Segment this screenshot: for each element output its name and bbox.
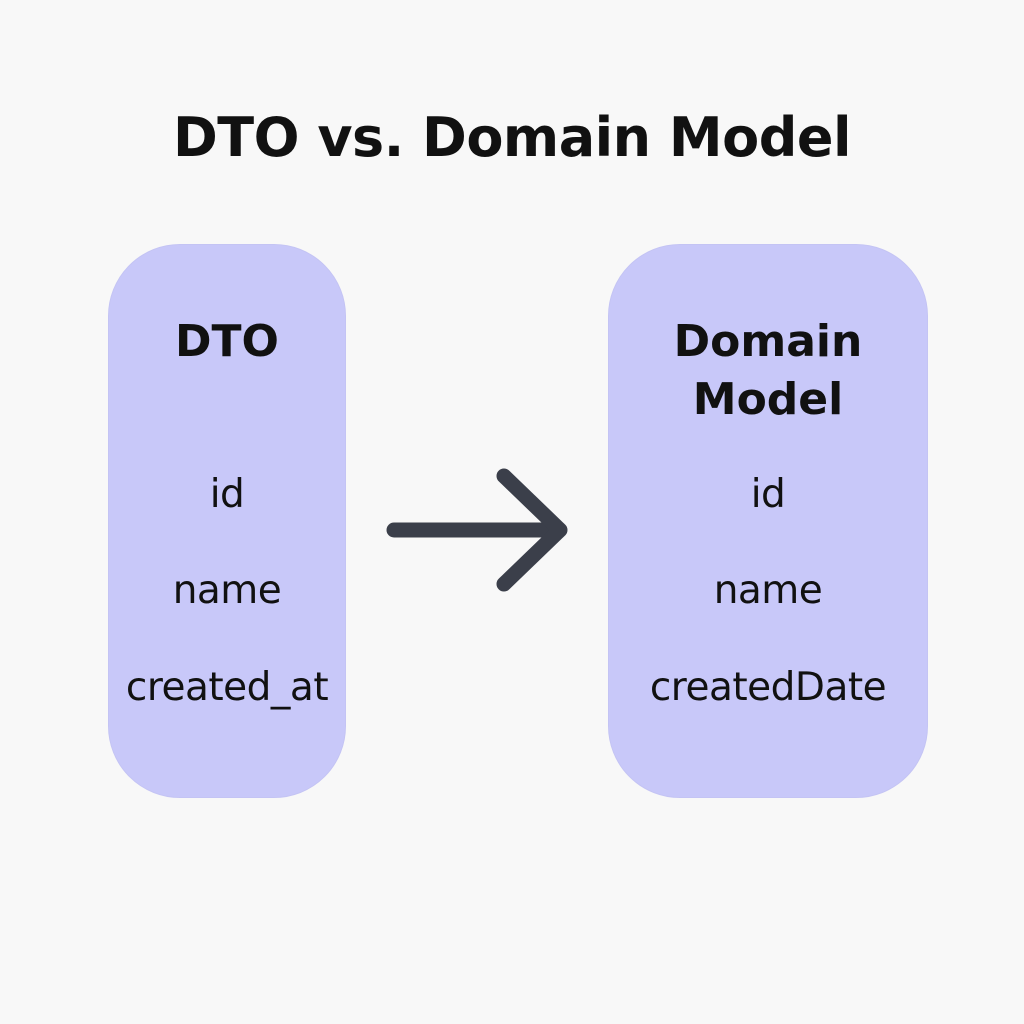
domain-model-card: Domain Model id name createdDate xyxy=(608,244,928,798)
dto-field-created-at: created_at xyxy=(125,665,329,710)
dto-card-title: DTO xyxy=(175,316,279,367)
domain-field-name: name xyxy=(713,568,823,613)
arrow-head xyxy=(496,468,568,592)
arrow-right-icon xyxy=(386,468,568,592)
diagram-title: DTO vs. Domain Model xyxy=(172,106,852,169)
domain-model-title-line-1: Domain xyxy=(673,316,863,367)
domain-field-created-date: createdDate xyxy=(649,665,887,710)
domain-model-card-title: Domain Model xyxy=(609,313,927,429)
dto-card: DTO id name created_at xyxy=(108,244,346,798)
dto-field-name: name xyxy=(172,568,282,613)
domain-model-title-line-2: Model xyxy=(692,374,844,425)
dto-field-id: id xyxy=(209,472,245,517)
domain-field-id: id xyxy=(750,472,786,517)
